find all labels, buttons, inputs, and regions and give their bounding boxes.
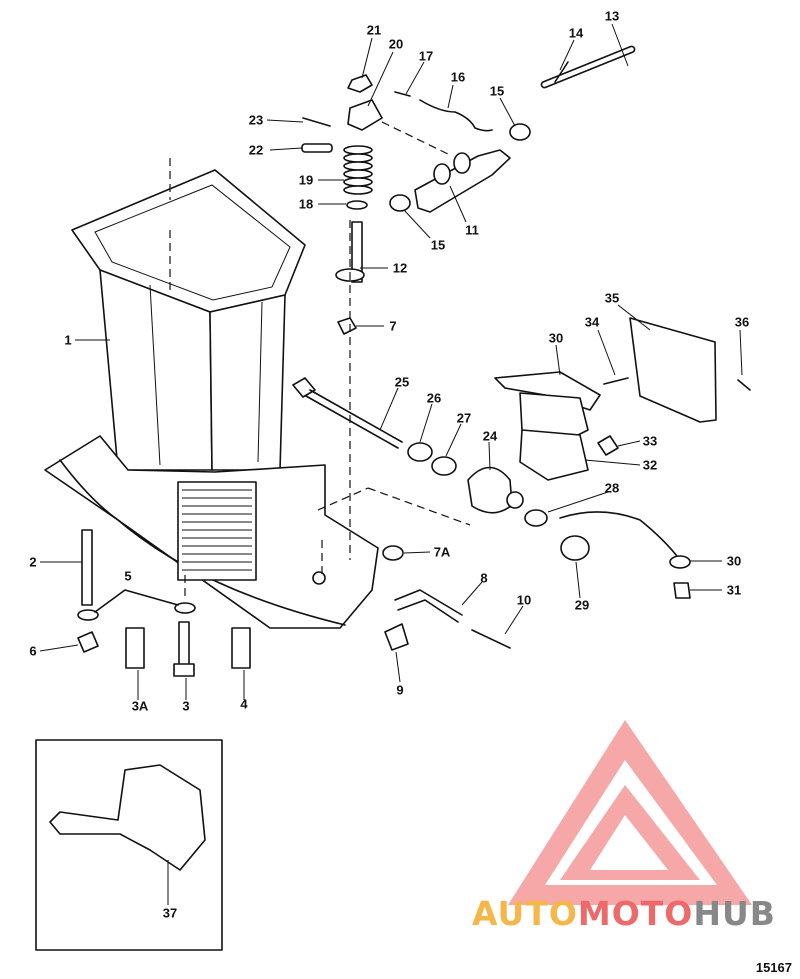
- callout-14: 14: [568, 25, 584, 41]
- callout-9: 9: [396, 682, 404, 698]
- callout-20: 20: [388, 36, 404, 52]
- mount-hardware: [292, 377, 548, 527]
- spring-19: [343, 145, 373, 195]
- watermark-logo: [508, 720, 752, 905]
- callout-15-top: 15: [489, 83, 505, 99]
- leader-lines: [39, 23, 743, 700]
- driveshaft-housing: [44, 158, 379, 629]
- callout-2: 2: [29, 554, 37, 570]
- callout-33: 33: [642, 433, 658, 449]
- callout-36: 36: [734, 314, 750, 330]
- callout-21: 21: [366, 22, 382, 38]
- callout-30-bottom: 30: [726, 553, 742, 569]
- callout-25: 25: [394, 374, 410, 390]
- lower-hardware: [77, 529, 251, 677]
- callout-31: 31: [726, 582, 742, 598]
- callout-16: 16: [450, 69, 466, 85]
- callout-1: 1: [64, 332, 72, 348]
- callout-27: 27: [456, 410, 472, 426]
- housing-grille: [182, 489, 252, 571]
- callout-35: 35: [604, 290, 620, 306]
- callout-7a: 7A: [433, 544, 451, 560]
- callout-8: 8: [480, 570, 488, 586]
- callout-10: 10: [516, 592, 532, 608]
- watermark-text: AUTOMOTOHUB: [472, 894, 776, 933]
- inset-plate-box: [35, 739, 223, 951]
- callout-22: 22: [248, 142, 264, 158]
- callout-37: 37: [162, 905, 178, 921]
- callout-7: 7: [389, 318, 397, 334]
- callout-12: 12: [392, 260, 408, 276]
- callout-3: 3: [182, 698, 190, 714]
- callout-28: 28: [604, 480, 620, 496]
- figure-id: 15167: [755, 960, 792, 975]
- callout-3a: 3A: [131, 698, 149, 714]
- callout-11: 11: [465, 222, 479, 238]
- callout-30-top: 30: [548, 330, 564, 346]
- callout-19: 19: [298, 172, 314, 188]
- callout-15-mid: 15: [430, 237, 446, 253]
- callout-23: 23: [248, 112, 264, 128]
- callout-32: 32: [642, 457, 658, 473]
- callout-4: 4: [240, 696, 248, 712]
- callout-6: 6: [29, 643, 37, 659]
- top-assembly: [301, 45, 636, 560]
- callout-5: 5: [124, 568, 132, 584]
- hose-and-fittings: [382, 545, 511, 651]
- callout-13: 13: [604, 8, 620, 24]
- callout-26: 26: [426, 390, 442, 406]
- bracket-assembly: [494, 317, 751, 599]
- callout-18: 18: [298, 196, 314, 212]
- callout-24: 24: [482, 428, 498, 444]
- callout-34: 34: [584, 314, 600, 330]
- callout-17: 17: [418, 48, 434, 64]
- callout-29: 29: [574, 597, 590, 613]
